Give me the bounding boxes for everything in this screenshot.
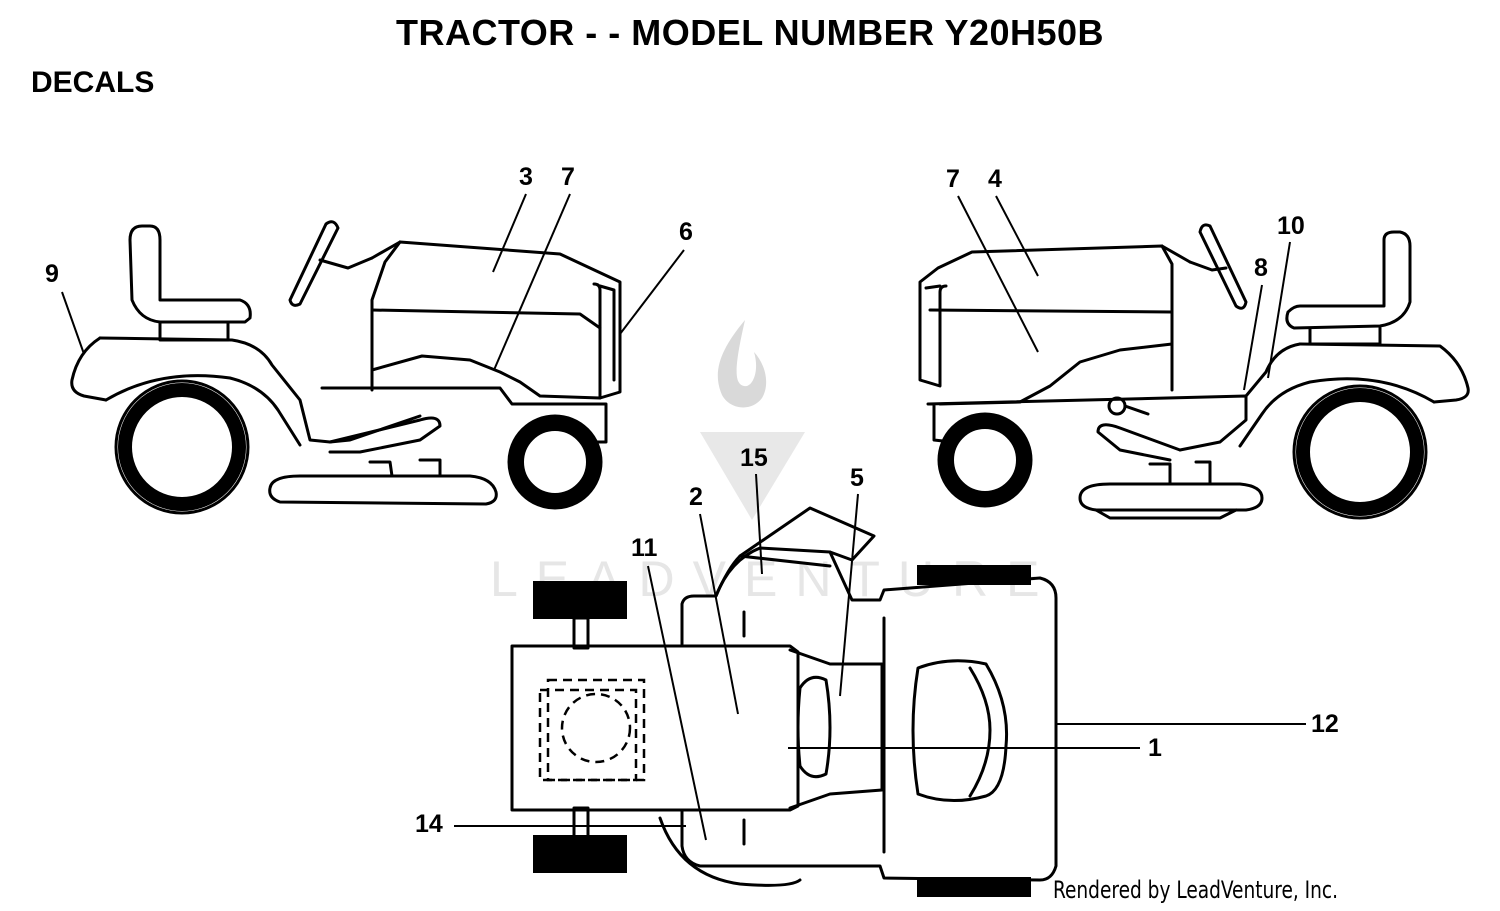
callout-15: 15 [740, 444, 768, 472]
callout-4: 4 [988, 165, 1002, 193]
callout-10: 10 [1277, 212, 1305, 240]
section-title: DECALS [31, 66, 155, 99]
callout-11: 11 [631, 534, 658, 562]
callout-5: 5 [850, 464, 864, 492]
watermark-logo: LEADVENTURE [490, 320, 1040, 607]
page-title: TRACTOR - - MODEL NUMBER Y20H50B [395, 12, 1105, 53]
callout-7-left: 7 [561, 163, 575, 191]
tractor-left-side-view [70, 220, 622, 515]
callout-9: 9 [45, 260, 59, 288]
callout-8: 8 [1254, 254, 1268, 282]
tractor-top-view [510, 506, 1058, 897]
callout-3: 3 [519, 163, 533, 191]
tractor-right-side-view [918, 223, 1470, 520]
callout-2: 2 [689, 483, 703, 511]
left-view-callouts: 9 3 7 6 [45, 163, 693, 371]
footer-credit: Rendered by LeadVenture, Inc. [1053, 876, 1339, 904]
right-view-callouts: 7 4 10 8 [946, 165, 1305, 391]
callout-1: 1 [1148, 734, 1162, 762]
callout-14: 14 [415, 810, 443, 838]
callout-7-right: 7 [946, 165, 960, 193]
callout-12: 12 [1311, 710, 1339, 738]
callout-6: 6 [679, 218, 693, 246]
top-view-callouts: 15 2 5 11 12 1 14 [415, 444, 1339, 841]
